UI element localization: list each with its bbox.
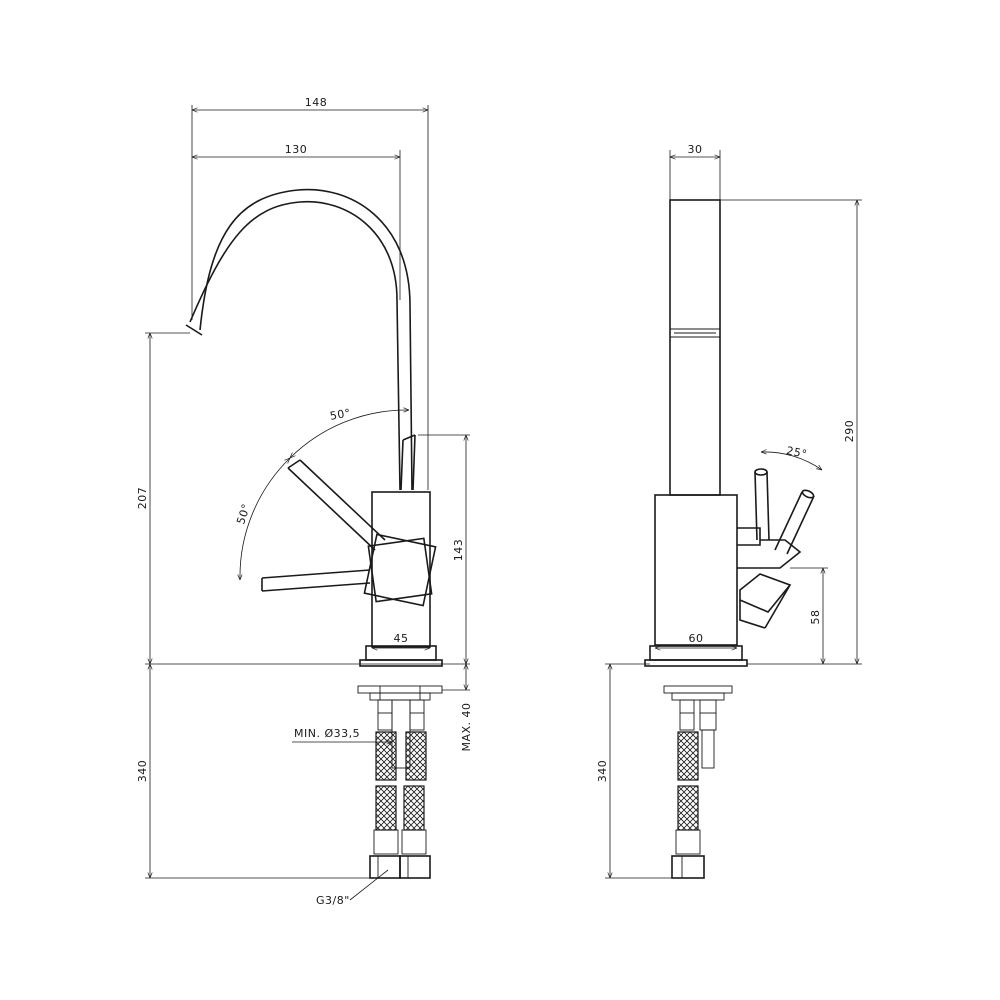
dim-max-thickness: MAX. 40 xyxy=(460,702,473,751)
dim-connection: G3/8" xyxy=(316,894,350,907)
side-lever-tilted xyxy=(774,489,815,555)
side-hose xyxy=(671,731,705,879)
side-body xyxy=(644,494,748,667)
dim-spout-height: 207 xyxy=(136,487,149,510)
dim-lever-height: 143 xyxy=(452,539,465,562)
front-hoses xyxy=(369,731,431,879)
dim-column-width: 30 xyxy=(688,143,703,156)
side-mounting xyxy=(663,685,733,769)
front-lever-angled xyxy=(287,459,386,551)
dim-overall-height: 290 xyxy=(843,420,856,443)
dim-overall-width: 148 xyxy=(305,96,328,109)
front-spout xyxy=(185,188,413,491)
dim-hose-length: 340 xyxy=(136,760,149,783)
dim-side-hose-length: 340 xyxy=(596,760,609,783)
side-dimensions xyxy=(605,150,862,879)
angle-lever-up: 50° xyxy=(329,406,352,422)
dim-lever-base-height: 58 xyxy=(809,610,822,625)
front-lever-side xyxy=(261,569,371,592)
side-lever-base xyxy=(737,527,802,629)
front-view: 148 130 207 143 45 MAX. 40 MIN. Ø33,5 34… xyxy=(136,96,473,907)
angle-lever-side: 50° xyxy=(234,502,253,526)
front-dimensions xyxy=(145,105,470,901)
dim-spout-reach: 130 xyxy=(285,143,308,156)
side-view: 30 290 25° 60 58 340 xyxy=(596,143,862,879)
side-column xyxy=(669,199,721,496)
side-lever-vertical xyxy=(754,468,770,541)
dim-base-width: 60 xyxy=(689,632,704,645)
dim-body-width: 45 xyxy=(394,632,409,645)
dim-hole-diameter: MIN. Ø33,5 xyxy=(294,727,360,740)
dim-lever-angle: 25° xyxy=(785,444,808,461)
front-lever-up xyxy=(400,434,416,491)
front-mounting xyxy=(357,685,443,769)
